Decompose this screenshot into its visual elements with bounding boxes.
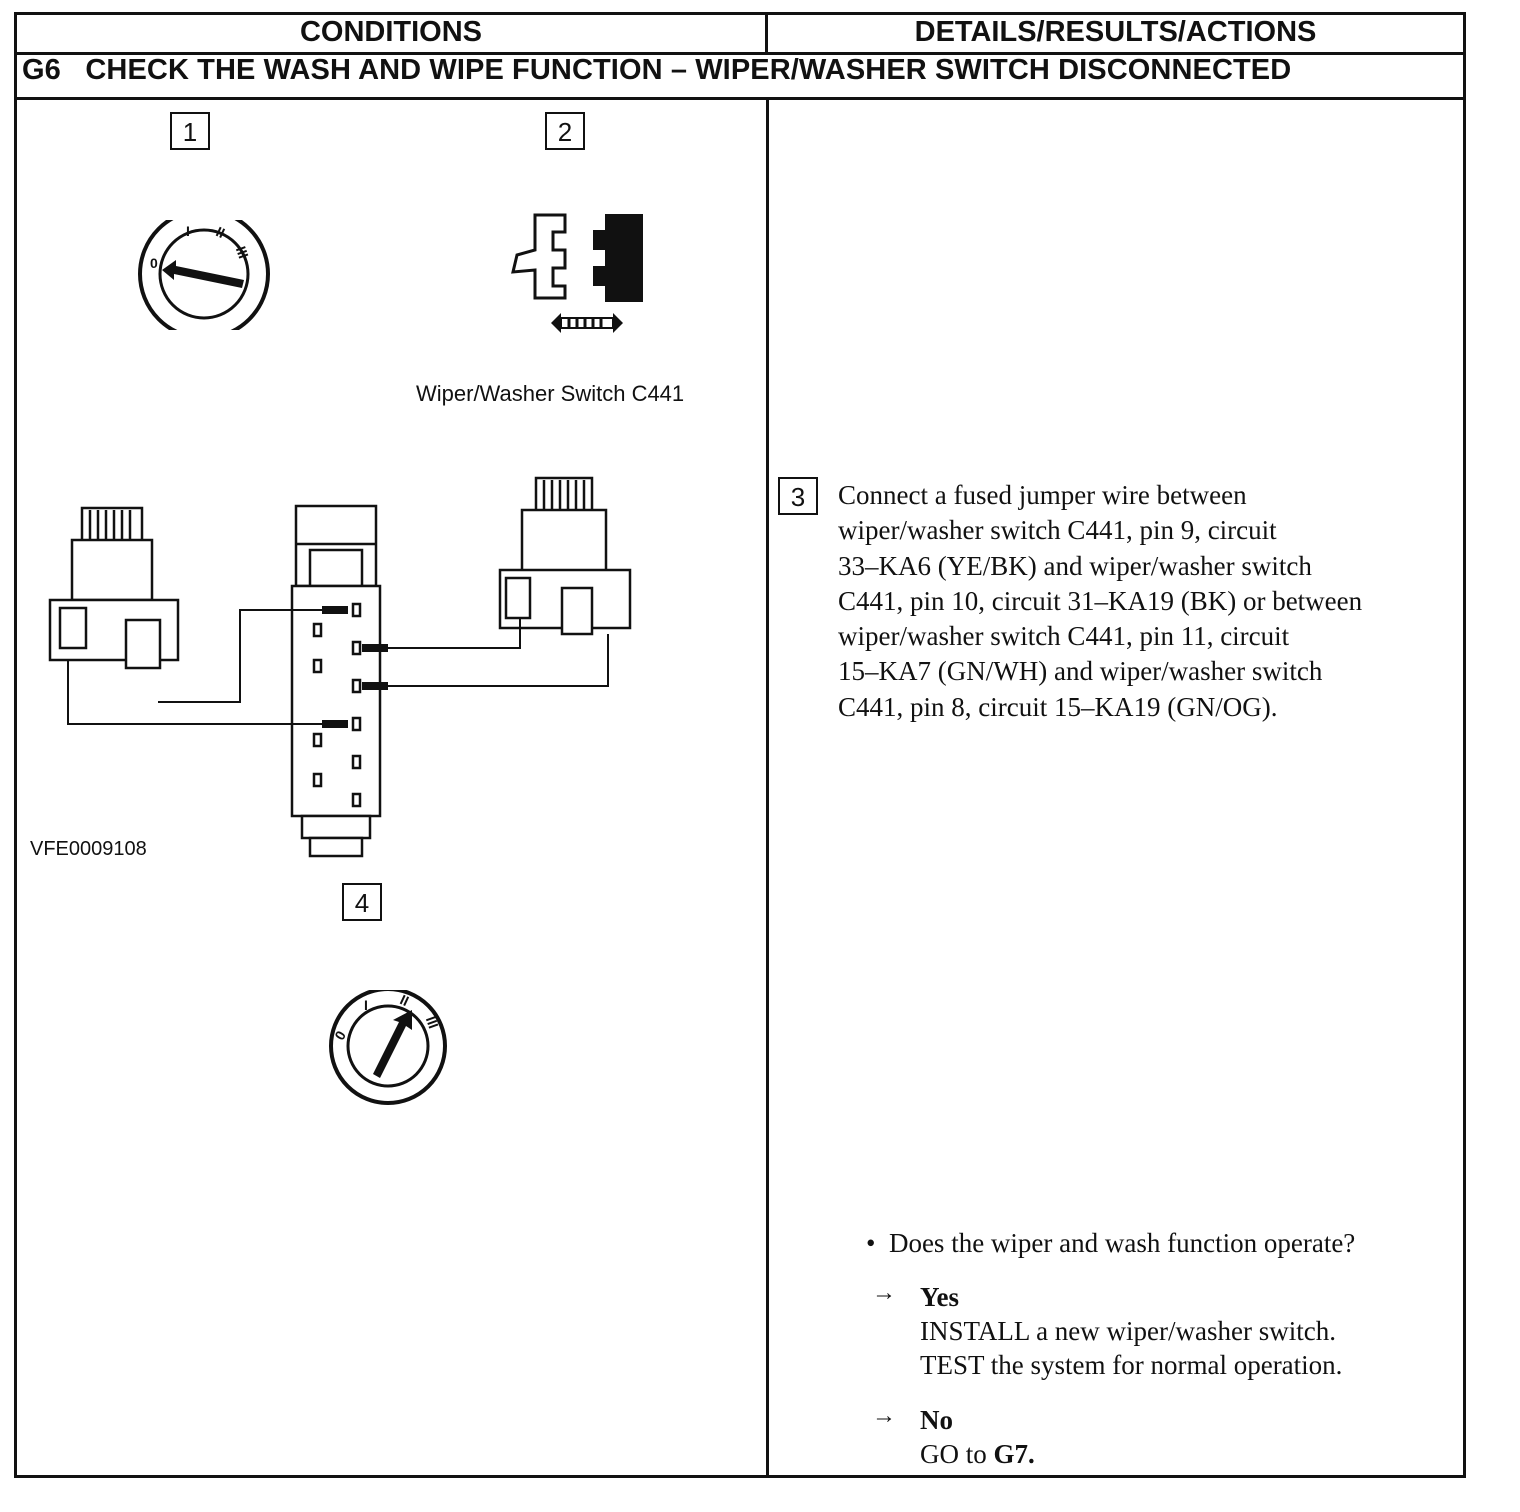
instruction-line: 15–KA7 (GN/WH) and wiper/washer switch — [838, 656, 1323, 687]
answer-yes: → — [872, 1280, 896, 1307]
ignition-pos-1: I — [186, 223, 190, 239]
instruction-line: Connect a fused jumper wire between — [838, 480, 1247, 510]
jumper-wire-diagram — [48, 476, 632, 858]
ignition-pos-0: 0 — [331, 1028, 349, 1043]
title-divider — [14, 97, 1466, 100]
answer-no-label: No — [920, 1405, 953, 1435]
instruction-text: Connect a fused jumper wire between wipe… — [838, 478, 1450, 725]
step-code: G6 — [22, 54, 61, 86]
arrow-right-icon: → — [872, 1403, 896, 1429]
arrow-right-icon: → — [872, 1280, 896, 1306]
figure-id: VFE0009108 — [30, 838, 147, 860]
question-text: Does the wiper and wash function operate… — [888, 1228, 1356, 1258]
answer-no-target-link[interactable]: G7. — [993, 1439, 1035, 1469]
step-title: G6 CHECK THE WASH AND WIPE FUNCTION – WI… — [22, 54, 1291, 87]
step-number-1: 1 — [170, 112, 210, 150]
answer-yes-line: INSTALL a new wiper/washer switch. — [920, 1316, 1336, 1346]
instruction-line: wiper/washer switch C441, pin 11, circui… — [838, 621, 1290, 652]
ignition-pos-1: I — [364, 997, 368, 1013]
step-number-3: 3 — [778, 477, 818, 515]
ignition-pos-3: III — [423, 1014, 442, 1030]
instruction-line: C441, pin 8, circuit 15–KA19 (GN/OG). — [838, 691, 1278, 722]
connector-c441 — [290, 504, 382, 858]
answer-yes-label: Yes — [920, 1282, 959, 1312]
ignition-pos-2: II — [398, 991, 412, 1009]
left-fused-jumper-icon — [48, 506, 180, 670]
header-divider — [14, 52, 1466, 55]
answer-no-body: No GO to G7. — [920, 1403, 1035, 1471]
ignition-pos-2: II — [214, 223, 228, 241]
header-column-divider — [765, 12, 768, 54]
ignition-pos-0: 0 — [150, 255, 158, 271]
ignition-switch-off-icon: 0 I II III — [138, 220, 270, 330]
connector-disconnect-icon — [511, 213, 643, 333]
ignition-switch-on-icon: 0 I II III — [329, 990, 447, 1105]
instruction-line: C441, pin 10, circuit 31–KA19 (BK) or be… — [838, 585, 1363, 616]
question: • Does the wiper and wash function opera… — [866, 1228, 1355, 1259]
details-header: DETAILS/RESULTS/ACTIONS — [914, 16, 1317, 48]
instruction-line: wiper/washer switch C441, pin 9, circuit — [838, 515, 1277, 546]
instruction-line: 33–KA6 (YE/BK) and wiper/washer switch — [838, 550, 1312, 581]
answer-no: → — [872, 1403, 896, 1430]
column-divider — [766, 98, 769, 1478]
conditions-header: CONDITIONS — [299, 16, 483, 48]
step-number-2: 2 — [545, 112, 585, 150]
ignition-pos-3: III — [233, 244, 252, 260]
answer-no-text: GO to — [920, 1439, 994, 1469]
step-title-text: CHECK THE WASH AND WIPE FUNCTION – WIPER… — [85, 54, 1292, 86]
answer-yes-body: Yes INSTALL a new wiper/washer switch. T… — [920, 1280, 1342, 1382]
bullet-icon: • — [866, 1228, 876, 1258]
connector-label: Wiper/Washer Switch C441 — [416, 381, 685, 406]
answer-yes-line: TEST the system for normal operation. — [920, 1350, 1343, 1380]
step-number-4: 4 — [342, 883, 382, 921]
procedure-table — [14, 12, 1466, 1478]
right-fused-jumper-icon — [498, 476, 632, 636]
